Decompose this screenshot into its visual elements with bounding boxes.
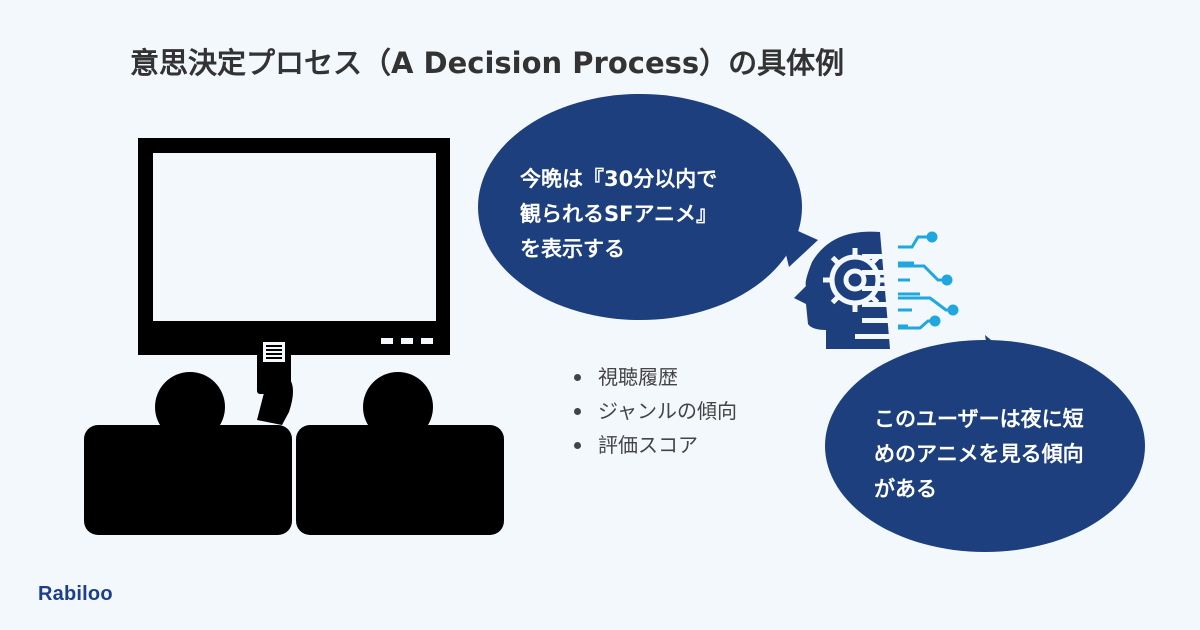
- bubble-bottom-text: このユーザーは夜に短 めのアニメを見る傾向 がある: [874, 402, 1084, 507]
- remote-control-icon: [257, 336, 293, 425]
- list-item: 視聴履歴: [570, 360, 737, 394]
- bubble-top-line: を表示する: [520, 237, 625, 261]
- people-silhouette-icon: [84, 372, 504, 535]
- bubble-bottom-line: がある: [874, 477, 937, 501]
- list-item: ジャンルの傾向: [570, 394, 737, 428]
- bubble-top-line: 今晩は『30分以内で: [520, 167, 718, 191]
- bubble-bottom-line: めのアニメを見る傾向: [874, 442, 1084, 466]
- list-item: 評価スコア: [570, 428, 737, 462]
- bubble-bottom-line: このユーザーは夜に短: [874, 407, 1084, 431]
- television-icon: [138, 138, 450, 355]
- ai-head-gear-icon: [794, 231, 959, 349]
- circuit-lines-icon: [898, 231, 959, 330]
- speech-bubble-bottom: [825, 335, 1145, 552]
- page-title: 意思決定プロセス（A Decision Process）の具体例: [130, 46, 845, 80]
- gear-icon: [823, 248, 887, 312]
- speech-bubble-top: [478, 94, 818, 320]
- brand-logo: Rabiloo: [38, 583, 113, 605]
- bubble-top-line: 観られるSFアニメ』: [520, 202, 718, 226]
- feature-list: 視聴履歴 ジャンルの傾向 評価スコア: [570, 360, 737, 462]
- bubble-top-text: 今晩は『30分以内で 観られるSFアニメ』 を表示する: [520, 162, 717, 267]
